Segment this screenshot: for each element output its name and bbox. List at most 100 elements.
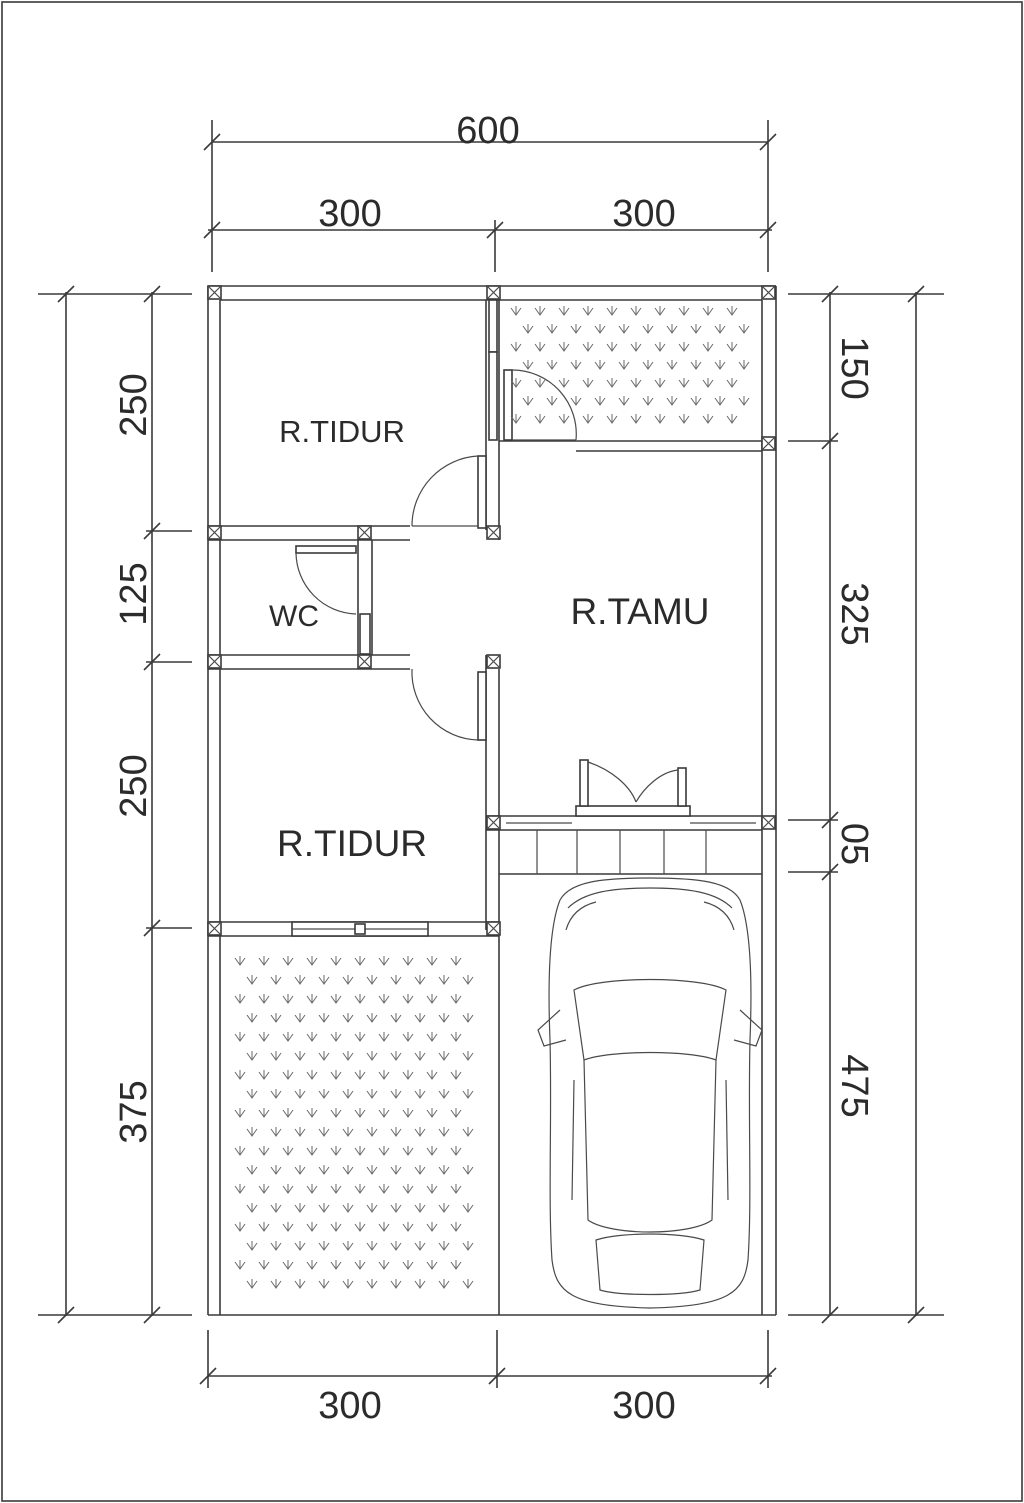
- grass-mark: [438, 1203, 450, 1213]
- grass-mark: [594, 360, 606, 370]
- grass-mark: [246, 975, 258, 985]
- grass-mark: [282, 1070, 294, 1080]
- grass-mark: [390, 1241, 402, 1251]
- grass-mark: [414, 1203, 426, 1213]
- grass-mark: [462, 1203, 474, 1213]
- grass-mark: [450, 956, 462, 966]
- grass-mark: [558, 378, 570, 388]
- grass-mark: [342, 1127, 354, 1137]
- grass-mark: [270, 1013, 282, 1023]
- grass-mark: [246, 1127, 258, 1137]
- grass-mark: [390, 1203, 402, 1213]
- grass-mark: [306, 1260, 318, 1270]
- grass-mark: [450, 1146, 462, 1156]
- grass-mark: [522, 396, 534, 406]
- grass-mark: [282, 1184, 294, 1194]
- grass-mark: [630, 306, 642, 316]
- car-icon: [537, 877, 763, 1309]
- grass-mark: [462, 1127, 474, 1137]
- grass-mark: [318, 1165, 330, 1175]
- grass-mark: [510, 306, 522, 316]
- grass-mark: [306, 1032, 318, 1042]
- grass-mark: [462, 1013, 474, 1023]
- room-label-bedroom-top: R.TIDUR: [279, 414, 405, 449]
- column: [486, 654, 501, 669]
- grass-mark: [270, 1127, 282, 1137]
- grass-mark: [678, 414, 690, 424]
- grass-mark: [738, 324, 750, 334]
- grass-mark: [582, 414, 594, 424]
- grass-mark: [414, 1241, 426, 1251]
- grass-mark: [354, 1146, 366, 1156]
- grass-mark: [330, 1260, 342, 1270]
- grass-mark: [378, 1146, 390, 1156]
- grass-mark: [270, 1241, 282, 1251]
- grass-mark: [558, 306, 570, 316]
- grass-mark: [462, 1089, 474, 1099]
- grass-mark: [450, 1184, 462, 1194]
- grass-mark: [234, 1260, 246, 1270]
- grass-mark: [330, 994, 342, 1004]
- grass-mark: [342, 1241, 354, 1251]
- grass-mark: [726, 342, 738, 352]
- grass-mark: [234, 1032, 246, 1042]
- grass-mark: [630, 414, 642, 424]
- grass-mark: [618, 360, 630, 370]
- column: [486, 921, 501, 936]
- grass-mark: [522, 360, 534, 370]
- grass-mark: [342, 1279, 354, 1289]
- dim-left-3: 250: [113, 754, 155, 817]
- grass-mark: [378, 1222, 390, 1232]
- grass-mark: [294, 1013, 306, 1023]
- grass-mark: [702, 378, 714, 388]
- grass-mark: [426, 1222, 438, 1232]
- dim-left-2: 125: [113, 562, 155, 625]
- grass-mark: [306, 1222, 318, 1232]
- grass-mark: [462, 1279, 474, 1289]
- grass-mark: [438, 1241, 450, 1251]
- grass-mark: [282, 1032, 294, 1042]
- dim-bottom-left: 300: [318, 1385, 381, 1427]
- grass-mark: [534, 414, 546, 424]
- grass-mark: [534, 378, 546, 388]
- grass-mark: [306, 1108, 318, 1118]
- grass-mark: [426, 994, 438, 1004]
- dim-right-2: 325: [833, 582, 875, 645]
- grass-mark: [258, 1260, 270, 1270]
- grass-mark: [270, 975, 282, 985]
- grass-mark: [246, 1051, 258, 1061]
- grass-mark: [618, 324, 630, 334]
- grass-mark: [582, 378, 594, 388]
- grass-mark: [402, 994, 414, 1004]
- grass-mark: [582, 342, 594, 352]
- column: [761, 285, 776, 300]
- dim-top-total: 600: [456, 110, 519, 152]
- grass-mark: [390, 1279, 402, 1289]
- grass-mark: [726, 378, 738, 388]
- grass-mark: [570, 360, 582, 370]
- grass-mark: [702, 414, 714, 424]
- grass-mark: [282, 1108, 294, 1118]
- grass-mark: [330, 1222, 342, 1232]
- column: [207, 654, 222, 669]
- dim-top-right: 300: [612, 193, 675, 235]
- grass-mark: [714, 360, 726, 370]
- grass-mark: [438, 975, 450, 985]
- grass-mark: [390, 1127, 402, 1137]
- column: [207, 525, 222, 540]
- grass-mark: [690, 324, 702, 334]
- grass-mark: [270, 1051, 282, 1061]
- grass-mark: [366, 1051, 378, 1061]
- grass-mark: [246, 1241, 258, 1251]
- grass-mark: [426, 1108, 438, 1118]
- wc-door: [295, 545, 371, 655]
- grass-mark: [450, 1260, 462, 1270]
- grass-mark: [654, 306, 666, 316]
- grass-mark: [378, 1032, 390, 1042]
- grass-mark: [402, 1222, 414, 1232]
- grass-mark: [726, 306, 738, 316]
- grass-mark: [342, 1165, 354, 1175]
- grass-mark: [414, 1165, 426, 1175]
- grass-mark: [306, 1146, 318, 1156]
